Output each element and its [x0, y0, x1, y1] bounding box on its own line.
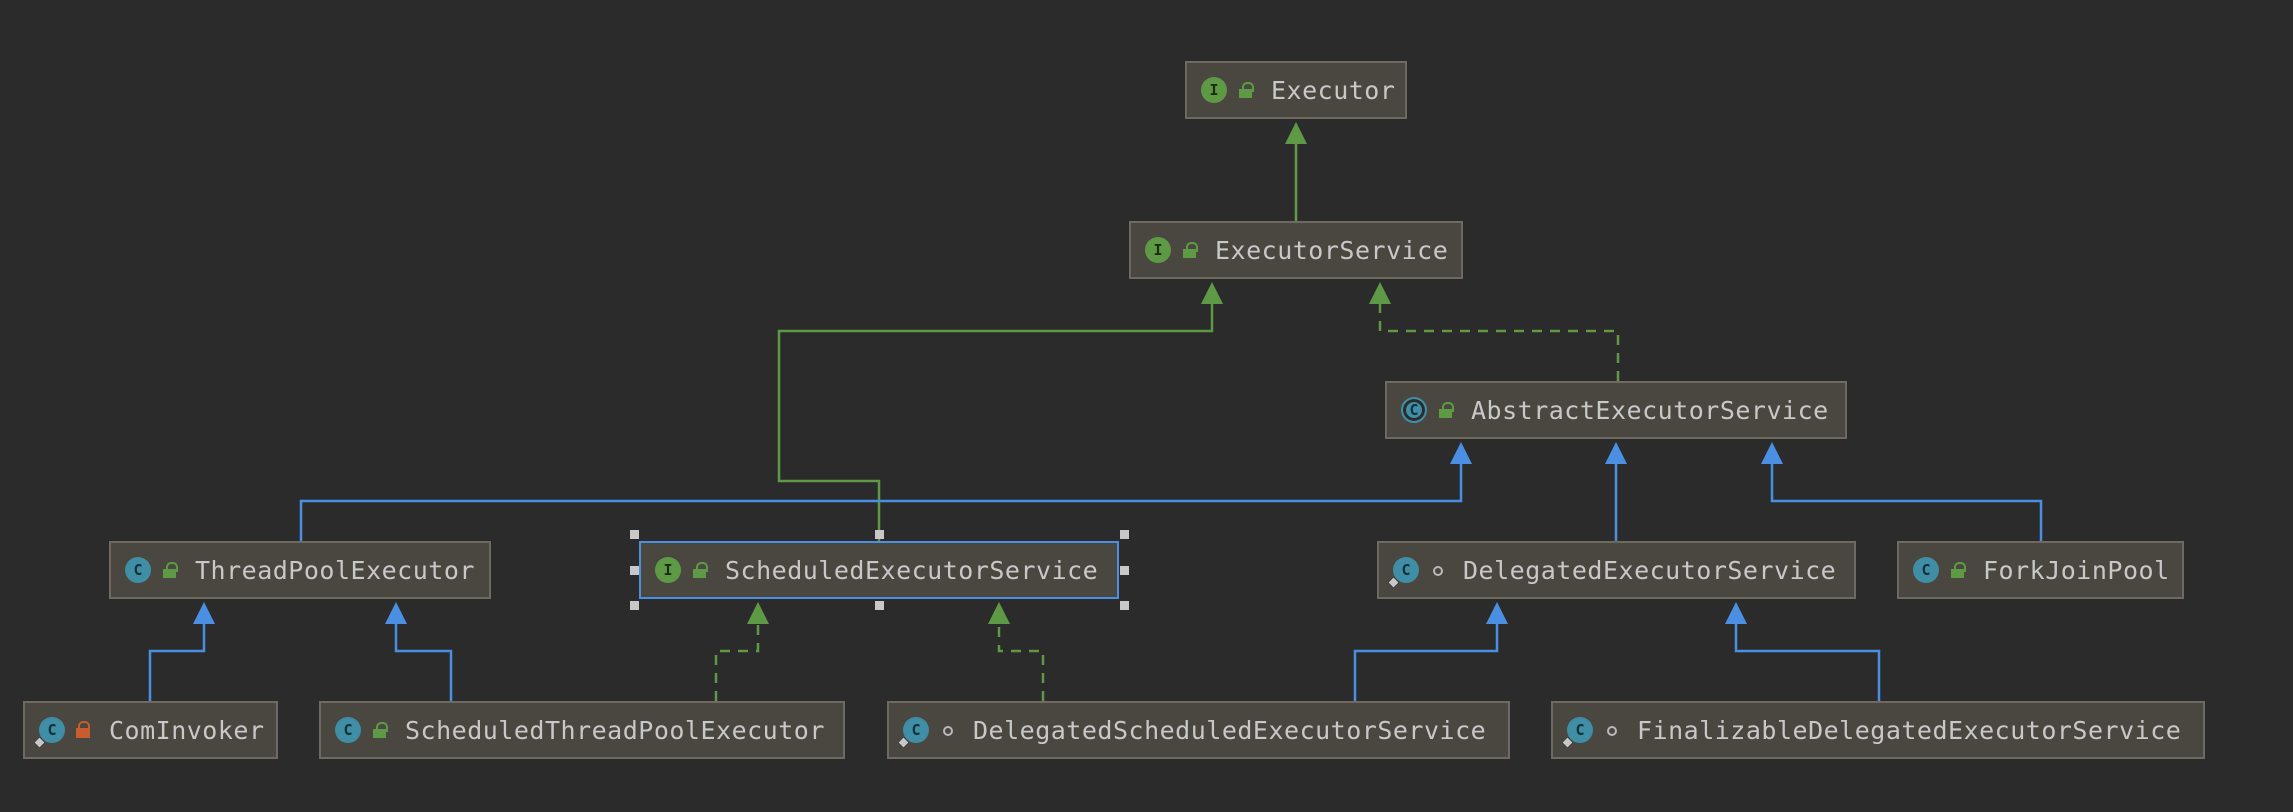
node-label: Executor — [1271, 75, 1396, 105]
selection-handle[interactable] — [630, 601, 639, 610]
node-label: ComInvoker — [109, 715, 265, 745]
class-icon: C — [1561, 717, 1593, 749]
node-label: DelegatedScheduledExecutorService — [973, 715, 1487, 745]
node-finalizable-delegated-executor-service[interactable]: C FinalizableDelegatedExecutorService — [1551, 701, 2205, 759]
interface-icon: I — [655, 557, 681, 583]
interface-icon: I — [1145, 237, 1171, 263]
selection-handle[interactable] — [1120, 566, 1129, 575]
arrowhead-finalizable-delegated-executor-service-to-delegated-executor-service — [1725, 602, 1747, 624]
arrowhead-scheduled-executor-service-to-executor-service — [1201, 282, 1223, 304]
node-executor[interactable]: I Executor — [1185, 61, 1407, 119]
arrowhead-com-invoker-to-thread-pool-executor — [193, 602, 215, 624]
static-marker-icon — [1561, 736, 1574, 749]
class-icon: C — [1913, 557, 1939, 583]
node-delegated-executor-service[interactable]: C DelegatedExecutorService — [1377, 541, 1856, 599]
node-abstract-executor-service[interactable]: C AbstractExecutorService — [1385, 381, 1847, 439]
private-lock-icon — [75, 721, 93, 739]
node-com-invoker[interactable]: C ComInvoker — [23, 701, 278, 759]
arrowhead-scheduled-thread-pool-executor-to-scheduled-executor-service — [747, 602, 769, 624]
node-fork-join-pool[interactable]: C ForkJoinPool — [1897, 541, 2184, 599]
node-thread-pool-executor[interactable]: C ThreadPoolExecutor — [109, 541, 491, 599]
node-label: AbstractExecutorService — [1471, 395, 1829, 425]
edge-delegated-scheduled-executor-service-to-scheduled-executor-service — [997, 622, 1045, 701]
edge-scheduled-executor-service-to-executor-service — [777, 302, 1214, 541]
public-lock-icon — [1237, 81, 1255, 99]
arrowhead-executor-service-to-executor — [1285, 122, 1307, 144]
node-label: FinalizableDelegatedExecutorService — [1637, 715, 2182, 745]
edge-thread-pool-executor-to-abstract-executor-service — [299, 462, 1463, 541]
package-visibility-icon — [1603, 721, 1621, 739]
arrowhead-delegated-scheduled-executor-service-to-delegated-executor-service — [1486, 602, 1508, 624]
static-marker-icon — [1387, 576, 1400, 589]
selection-handle[interactable] — [1120, 601, 1129, 610]
node-label: ScheduledThreadPoolExecutor — [405, 715, 825, 745]
class-icon: C — [125, 557, 151, 583]
edge-finalizable-delegated-executor-service-to-delegated-executor-service — [1734, 622, 1881, 701]
node-label: ExecutorService — [1215, 235, 1449, 265]
abstract-class-icon: C — [1401, 397, 1427, 423]
selection-handle[interactable] — [875, 601, 884, 610]
class-icon: C — [897, 717, 929, 749]
package-visibility-icon — [1429, 561, 1447, 579]
selection-handle[interactable] — [630, 566, 639, 575]
public-lock-icon — [1437, 401, 1455, 419]
arrowhead-delegated-executor-service-to-abstract-executor-service — [1605, 442, 1627, 464]
node-label: ScheduledExecutorService — [725, 555, 1099, 585]
selection-handle[interactable] — [1120, 530, 1129, 539]
static-marker-icon — [897, 736, 910, 749]
node-label: DelegatedExecutorService — [1463, 555, 1837, 585]
public-lock-icon — [371, 721, 389, 739]
node-scheduled-thread-pool-executor[interactable]: C ScheduledThreadPoolExecutor — [319, 701, 845, 759]
package-visibility-icon — [939, 721, 957, 739]
node-label: ForkJoinPool — [1983, 555, 2170, 585]
node-label: ThreadPoolExecutor — [195, 555, 475, 585]
class-icon: C — [335, 717, 361, 743]
public-lock-icon — [1181, 241, 1199, 259]
static-marker-icon — [33, 736, 46, 749]
edge-fork-join-pool-to-abstract-executor-service — [1770, 462, 2043, 541]
arrowhead-thread-pool-executor-to-abstract-executor-service — [1450, 442, 1472, 464]
selection-handle[interactable] — [875, 530, 884, 539]
edge-scheduled-thread-pool-executor-to-thread-pool-executor — [394, 622, 453, 701]
class-icon: C — [1387, 557, 1419, 589]
public-lock-icon — [161, 561, 179, 579]
selection-handle[interactable] — [630, 530, 639, 539]
class-icon: C — [33, 717, 65, 749]
arrowhead-delegated-scheduled-executor-service-to-scheduled-executor-service — [988, 602, 1010, 624]
arrowhead-fork-join-pool-to-abstract-executor-service — [1761, 442, 1783, 464]
arrowhead-abstract-executor-service-to-executor-service — [1369, 282, 1391, 304]
public-lock-icon — [1949, 561, 1967, 579]
edge-delegated-scheduled-executor-service-to-delegated-executor-service — [1353, 622, 1499, 701]
node-scheduled-executor-service[interactable]: I ScheduledExecutorService — [639, 541, 1119, 599]
node-delegated-scheduled-executor-service[interactable]: C DelegatedScheduledExecutorService — [887, 701, 1510, 759]
arrowhead-scheduled-thread-pool-executor-to-thread-pool-executor — [385, 602, 407, 624]
public-lock-icon — [691, 561, 709, 579]
edge-abstract-executor-service-to-executor-service — [1378, 302, 1620, 381]
edge-com-invoker-to-thread-pool-executor — [148, 622, 206, 701]
edge-scheduled-thread-pool-executor-to-scheduled-executor-service — [714, 622, 760, 701]
interface-icon: I — [1201, 77, 1227, 103]
node-executor-service[interactable]: I ExecutorService — [1129, 221, 1463, 279]
